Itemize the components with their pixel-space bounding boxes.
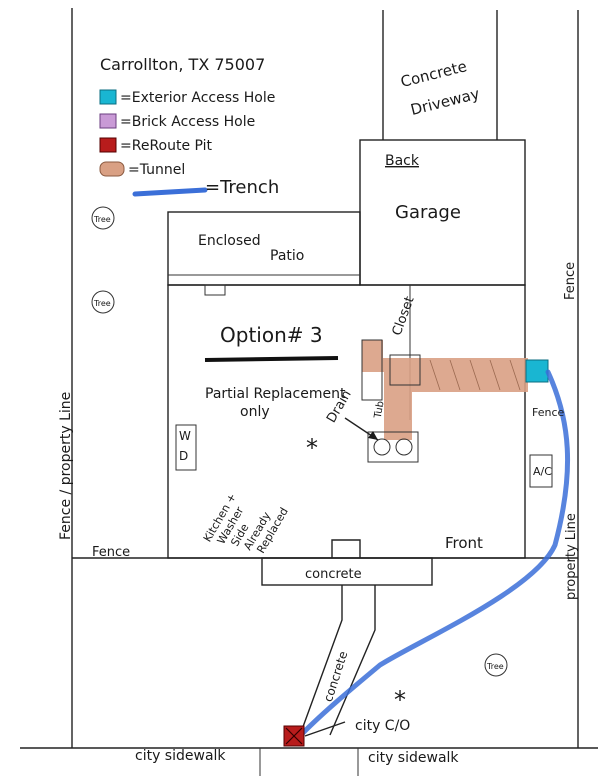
legend-tunnel-swatch xyxy=(99,161,125,177)
city-co-label: city C/O xyxy=(355,718,410,734)
fence-right-label: Fence xyxy=(563,262,578,300)
back-label: Back xyxy=(385,153,420,169)
drain-arrow xyxy=(304,417,379,737)
exterior-access-hole xyxy=(525,359,549,383)
trees: Tree Tree Tree xyxy=(91,206,508,677)
partial-label-1: Partial Replacement xyxy=(205,386,346,402)
option-underline xyxy=(204,356,339,362)
svg-text:Tree: Tree xyxy=(93,299,111,308)
legend-trench-swatch xyxy=(132,187,208,197)
option-label: Option# 3 xyxy=(220,323,323,347)
garage-label: Garage xyxy=(395,202,461,223)
closet-label: Closet xyxy=(390,295,418,338)
d-label: D xyxy=(179,449,188,463)
fence-property-line-label: Fence / property Line xyxy=(58,392,74,540)
legend: Carrollton, TX 75007 =Exterior Access Ho… xyxy=(99,55,279,198)
address-label: Carrollton, TX 75007 xyxy=(100,55,265,74)
patio-label: Patio xyxy=(270,248,304,264)
svg-text:Tree: Tree xyxy=(486,662,504,671)
enclosed-label: Enclosed xyxy=(198,233,261,249)
w-label: W xyxy=(179,429,191,443)
reroute-pit xyxy=(283,725,305,747)
tree-icon: Tree xyxy=(484,653,508,677)
asterisk-inside: * xyxy=(306,434,318,462)
concrete-walk xyxy=(261,539,433,736)
legend-reroute-text: =ReRoute Pit xyxy=(120,138,213,154)
asterisk-yard: * xyxy=(394,686,406,714)
city-sidewalk-left-label: city sidewalk xyxy=(135,748,226,764)
svg-text:Tree: Tree xyxy=(93,215,111,224)
tree-icon: Tree xyxy=(91,290,115,314)
front-label: Front xyxy=(445,534,483,552)
concrete-walk-label: concrete xyxy=(305,567,362,582)
ac-label: A/C xyxy=(533,465,552,478)
city-sidewalk-right-label: city sidewalk xyxy=(368,750,459,766)
legend-exterior-swatch xyxy=(99,89,117,105)
legend-reroute-swatch xyxy=(99,137,117,153)
tub-label: Tub xyxy=(373,400,387,420)
fence-mid-label: Fence xyxy=(532,406,565,419)
bathroom-fixtures xyxy=(361,339,421,463)
fence-left-label: Fence xyxy=(92,545,130,560)
tree-icon: Tree xyxy=(91,206,115,230)
driveway-label-1: Concrete xyxy=(399,57,469,91)
partial-label-2: only xyxy=(240,404,270,420)
driveway-label-2: Driveway xyxy=(409,84,482,119)
trench-path xyxy=(295,369,571,741)
legend-trench-text: =Trench xyxy=(205,177,279,198)
legend-tunnel-text: =Tunnel xyxy=(128,162,185,178)
property-line-right-label: property Line xyxy=(564,513,579,600)
legend-brick-swatch xyxy=(99,113,117,129)
legend-brick-text: =Brick Access Hole xyxy=(120,114,255,130)
legend-exterior-text: =Exterior Access Hole xyxy=(120,90,275,106)
tunnel-path xyxy=(362,340,528,440)
